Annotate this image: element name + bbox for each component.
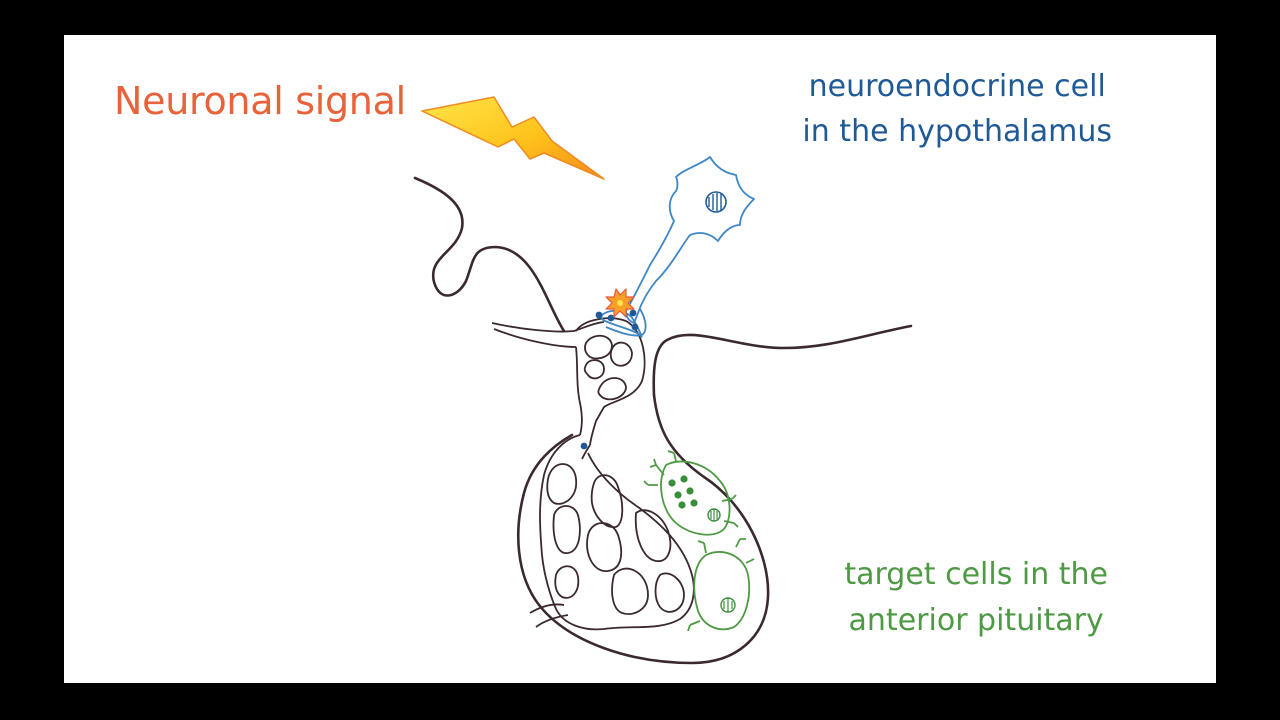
target-cells-label: target cells in the anterior pituitary	[844, 552, 1108, 644]
neuroendocrine-label-line2: in the hypothalamus	[802, 114, 1112, 149]
hormone-dots	[580, 309, 639, 450]
brain-outline-left	[413, 176, 566, 333]
nucleus-icon	[705, 191, 727, 213]
target-label-line2: anterior pituitary	[848, 603, 1104, 638]
neuroendocrine-label-line1: neuroendocrine cell	[808, 69, 1106, 104]
nucleus-icon	[707, 508, 721, 522]
lightning-bolt-icon	[421, 96, 605, 180]
neuronal-signal-label: Neuronal signal	[114, 79, 406, 123]
release-burst-icon	[605, 288, 635, 318]
target-cell-lower	[687, 538, 755, 632]
target-label-line1: target cells in the	[844, 557, 1108, 592]
neuroendocrine-cell-label: neuroendocrine cell in the hypothalamus	[802, 64, 1112, 154]
brain-outline-right	[652, 324, 913, 397]
slide-canvas: Neuronal signal neuroendocrine cell in t…	[64, 35, 1216, 683]
pituitary-diagram	[413, 96, 913, 665]
neuroendocrine-cell	[600, 156, 755, 338]
secretory-granules	[668, 475, 698, 509]
portal-vessels	[491, 317, 695, 631]
anterior-pituitary-outline	[517, 393, 770, 665]
target-cell-upper	[643, 450, 739, 536]
nucleus-icon	[720, 597, 736, 613]
